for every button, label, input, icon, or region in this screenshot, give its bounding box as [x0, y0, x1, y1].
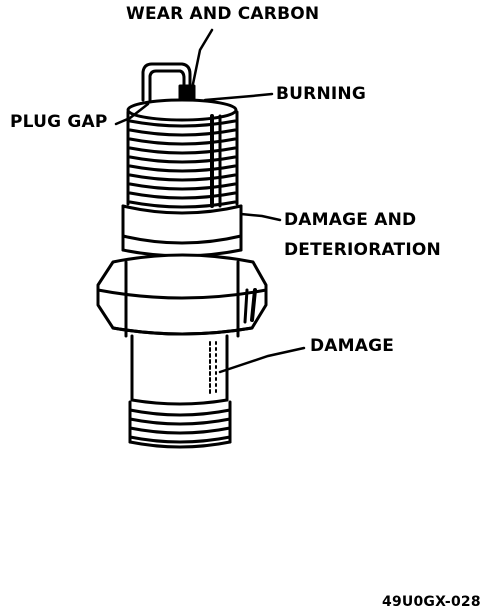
- lower-thread-section: [128, 400, 232, 449]
- leader-plug-gap: [114, 102, 150, 126]
- label-plug-gap: PLUG GAP: [10, 112, 108, 132]
- lower-body: [130, 334, 229, 406]
- ground-electrode: [141, 62, 192, 102]
- leader-damage-deterioration: [239, 212, 282, 222]
- leader-wear-carbon: [191, 28, 214, 86]
- gasket-collar: [121, 204, 243, 258]
- label-wear-and-carbon: WEAR AND CARBON: [126, 4, 320, 24]
- leader-damage: [218, 346, 306, 374]
- figure-code: 49U0GX-028: [382, 594, 481, 610]
- upper-thread-section: [126, 98, 239, 209]
- label-burning: BURNING: [276, 84, 366, 104]
- hex-nut: [96, 253, 268, 338]
- leader-burning: [203, 92, 274, 102]
- label-damage-and: DAMAGE AND: [284, 210, 417, 230]
- label-damage: DAMAGE: [310, 336, 395, 356]
- label-deterioration: DETERIORATION: [284, 240, 441, 260]
